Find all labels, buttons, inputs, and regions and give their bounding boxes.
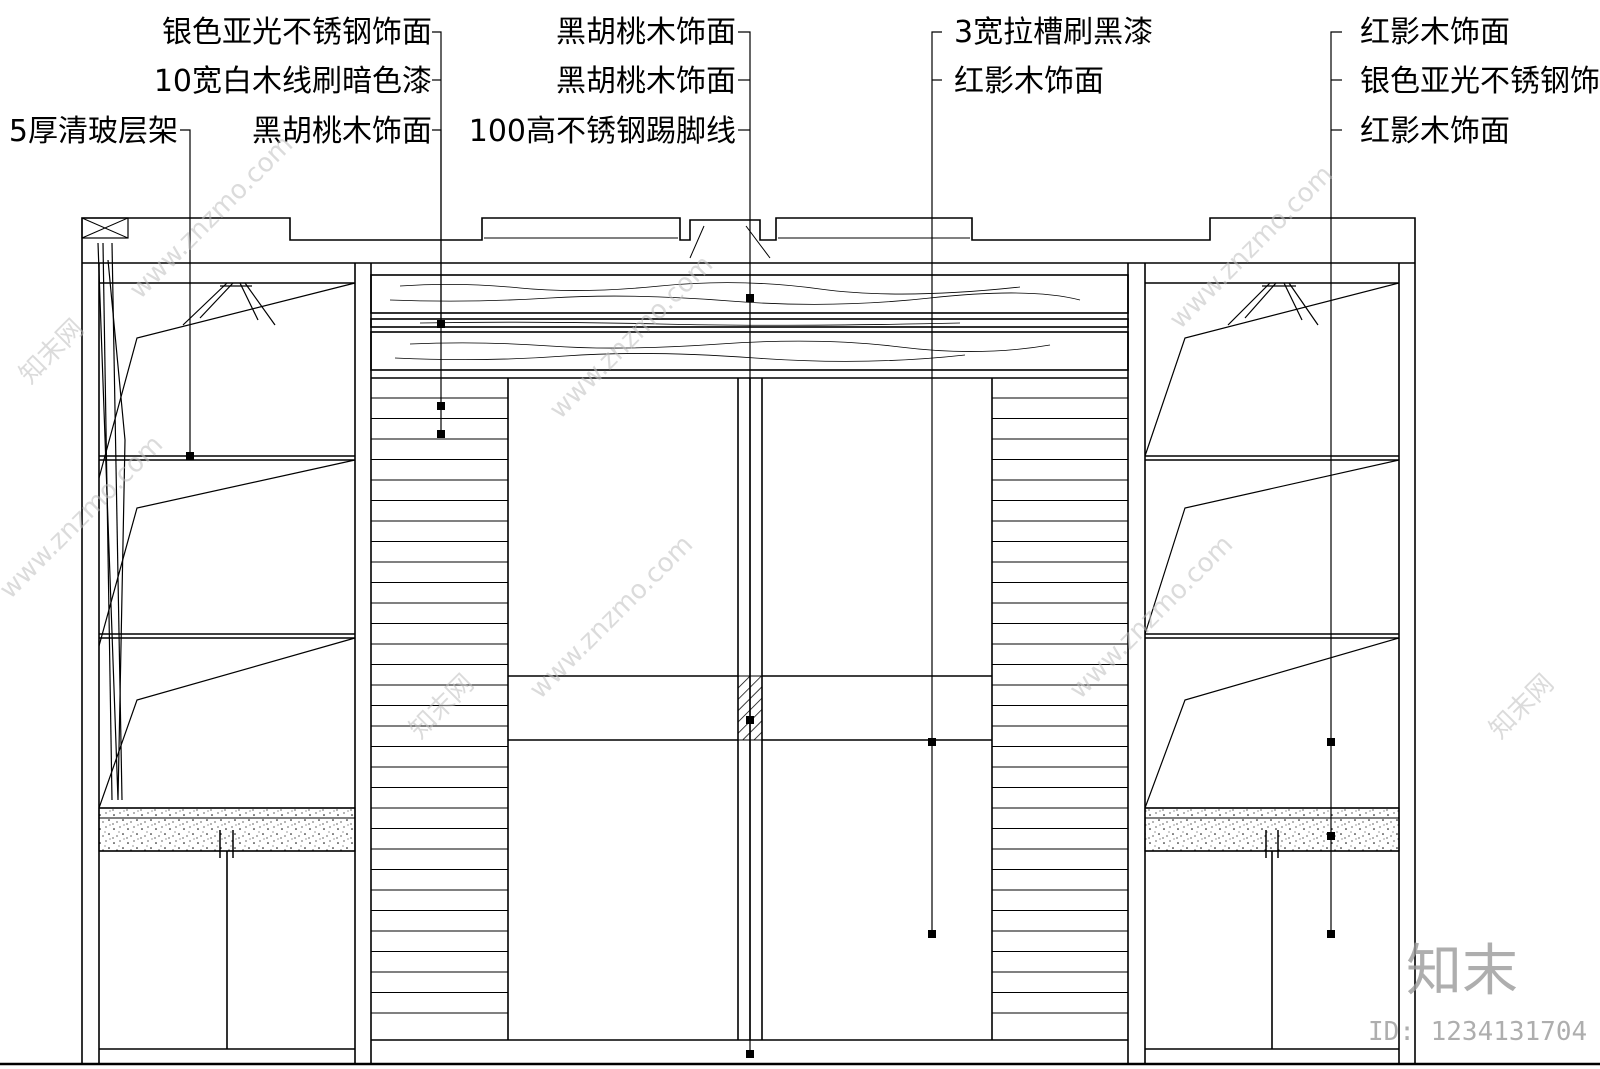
- ceiling-profile: [81, 217, 1416, 263]
- ceiling-vent-box: [81, 217, 129, 239]
- watermark-id: ID: 1234131704: [1368, 1017, 1587, 1047]
- label-red-shadow-wood-2: 红影木饰面: [1360, 15, 1510, 50]
- watermark-text: www.znzmo.com: [524, 530, 699, 705]
- watermark-text: 知末网: [1484, 669, 1560, 745]
- watermark-text: www.znzmo.com: [0, 430, 169, 605]
- left-stone-counter: [98, 807, 356, 852]
- brand-logo-text: 知末: [1406, 939, 1518, 1004]
- label-steel-skirting: 100高不锈钢踢脚线: [469, 114, 736, 149]
- leader-markers: [186, 294, 1335, 1058]
- right-slat-panel: [992, 397, 1128, 1014]
- left-slat-panel: [371, 397, 508, 1014]
- label-silver-matte-steel-2: 银色亚光不锈钢饰: [1360, 64, 1600, 99]
- label-glass-shelf: 5厚清玻层架: [9, 114, 178, 149]
- label-red-shadow-wood-1: 红影木饰面: [954, 64, 1104, 99]
- watermark-text: 知末网: [404, 669, 480, 745]
- label-silver-matte-steel: 银色亚光不锈钢饰面: [162, 15, 432, 50]
- watermark-text: 知末网: [14, 314, 90, 390]
- watermark-layer: www.znzmo.com www.znzmo.com www.znzmo.co…: [0, 130, 1560, 745]
- watermark-text: www.znzmo.com: [1064, 530, 1239, 705]
- leader-lines: [180, 31, 1342, 1054]
- label-red-shadow-wood-3: 红影木饰面: [1360, 114, 1510, 149]
- right-display-cabinet: [1145, 263, 1416, 1064]
- label-black-walnut-1: 黑胡桃木饰面: [252, 114, 432, 149]
- label-black-walnut-2: 黑胡桃木饰面: [556, 15, 736, 50]
- watermark-text: www.znzmo.com: [544, 250, 719, 425]
- label-groove-black-paint: 3宽拉槽刷黑漆: [954, 15, 1153, 50]
- watermark-text: www.znzmo.com: [1164, 160, 1339, 335]
- center-section: [370, 263, 1146, 1064]
- label-white-wood-line: 10宽白木线刷暗色漆: [154, 64, 432, 99]
- right-stone-counter: [1144, 807, 1400, 852]
- label-black-walnut-3: 黑胡桃木饰面: [556, 64, 736, 99]
